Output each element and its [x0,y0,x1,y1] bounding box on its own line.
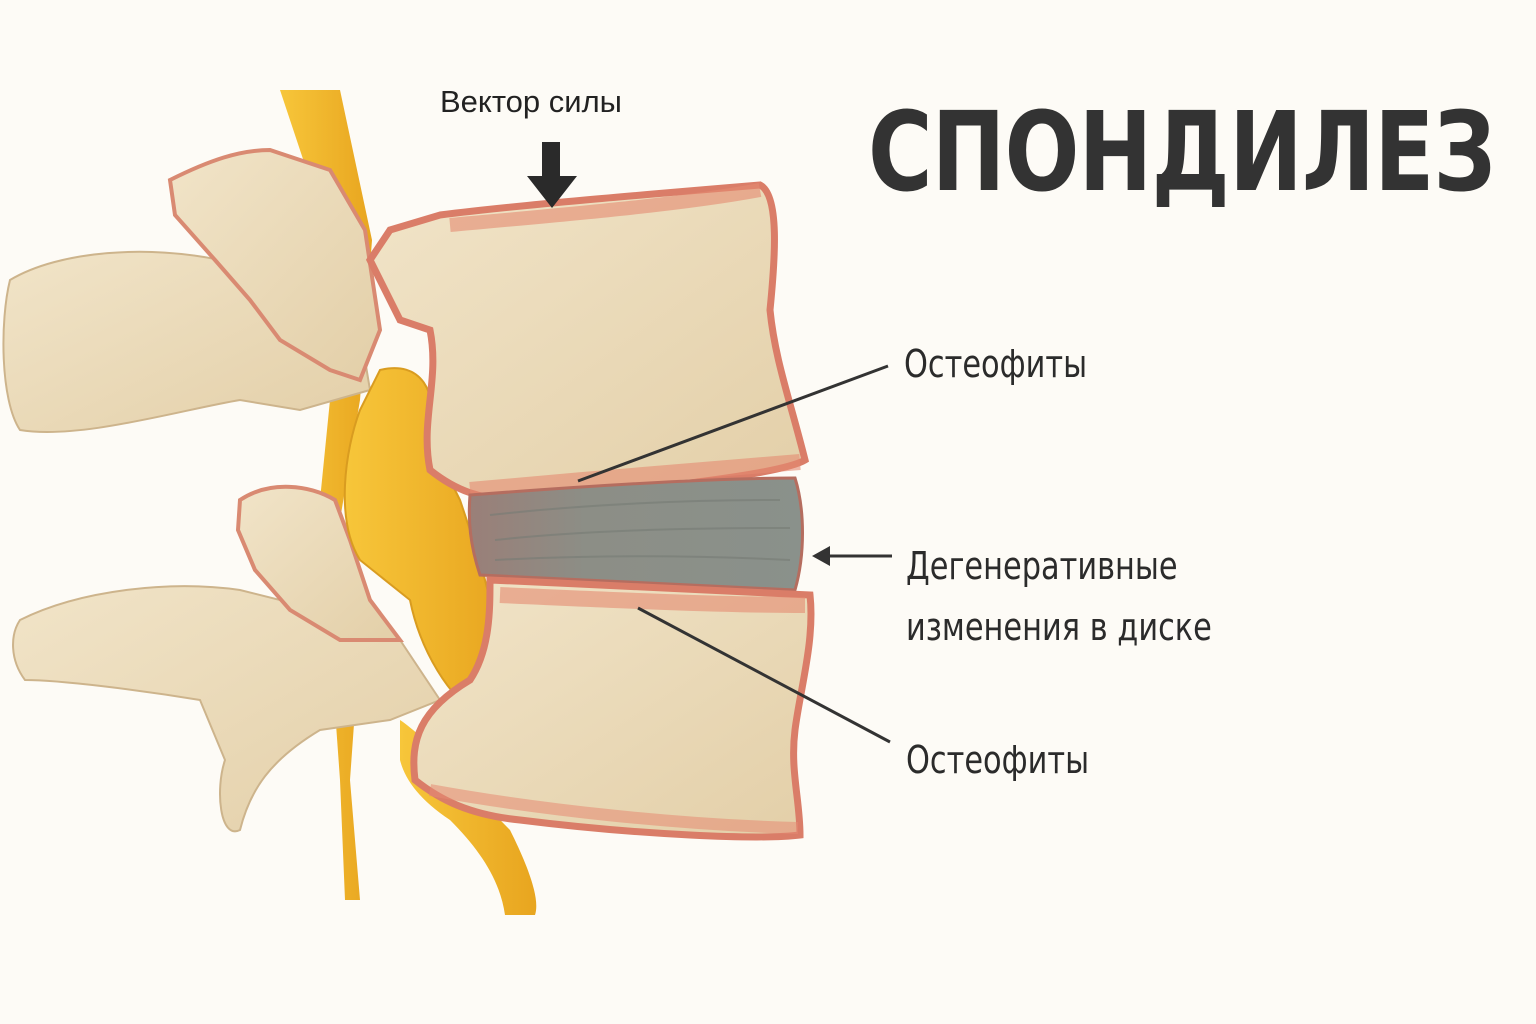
callout-disc-line2: изменения в диске [906,604,1212,649]
callout-osteophytes-top: Остеофиты [904,342,1088,386]
upper-vertebral-body [365,181,810,504]
leader-line-osteophytes-bottom [637,606,891,744]
force-arrow-icon [527,142,577,208]
leader-arrow-disc [812,546,892,566]
lower-vertebral-body [410,576,815,841]
callout-disc-line1: Дегенеративные [906,544,1178,588]
page-title: СПОНДИЛЕЗ [868,88,1496,216]
force-vector-label: Вектор силы [440,84,622,119]
leader-line-osteophytes-top [577,364,889,483]
upper-spinous-process [2,147,383,433]
lower-spinous-process [12,484,442,833]
intervertebral-disc [467,476,804,592]
callout-disc-changes: Дегенеративные изменения в диске [906,536,1212,658]
callout-osteophytes-bottom: Остеофиты [906,738,1090,782]
